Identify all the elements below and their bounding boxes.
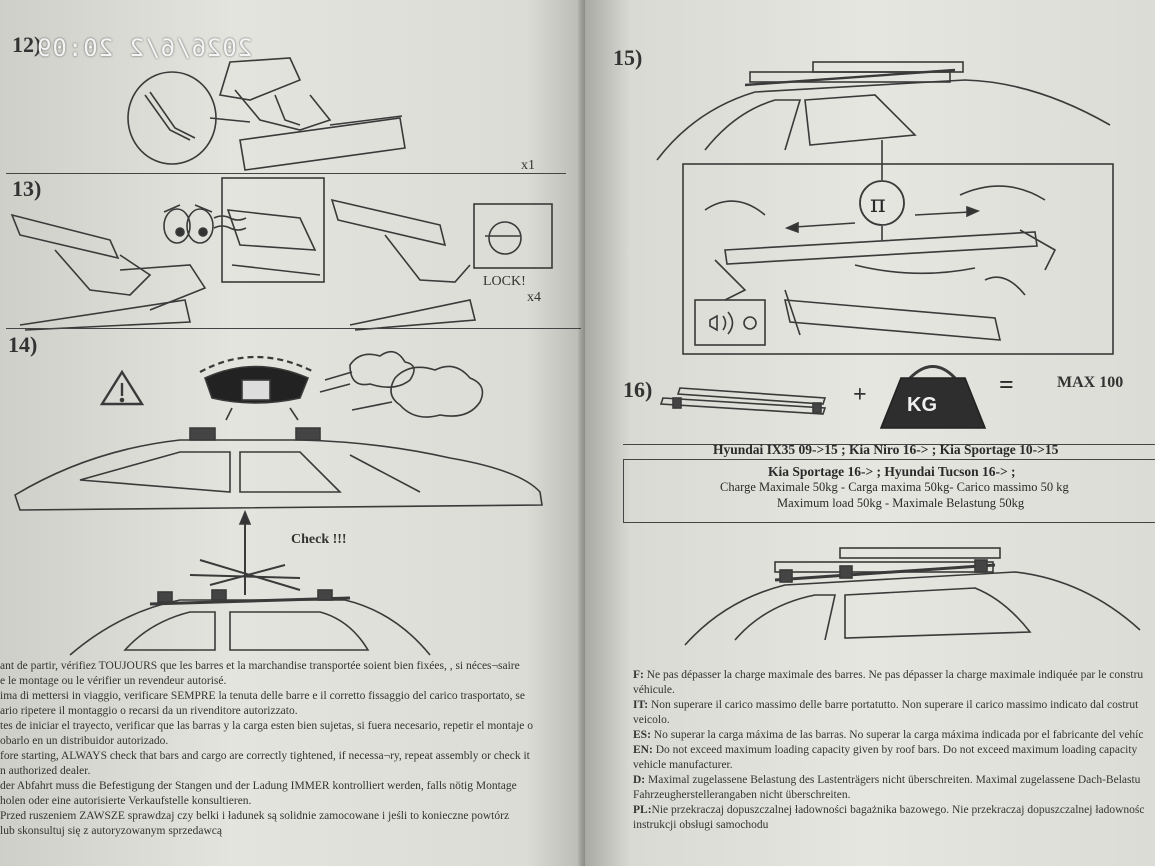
vehicle-model-box <box>623 459 1155 523</box>
note-line: Fahrzeugherstellerangaben nicht überschr… <box>633 789 851 801</box>
step-13-quantity: x4 <box>527 290 541 305</box>
equals-sign: = <box>999 370 1014 399</box>
note-line: ima di mettersi in viaggio, verificare S… <box>0 690 525 702</box>
note-line: Przed ruszeniem ZAWSZE sprawdzaj czy bel… <box>0 810 510 822</box>
note-line: holen oder eine autorisierte Verkaufstel… <box>0 795 252 807</box>
right-page: 15) π 16) <box>585 0 1155 866</box>
note-line: véhicule. <box>633 684 675 696</box>
step-16-number: 16) <box>623 377 653 402</box>
step-13-illustration <box>10 177 553 331</box>
divider <box>6 173 566 174</box>
step-14-number: 14) <box>8 332 38 357</box>
load-notes: F: Ne pas dépasser la charge maximale de… <box>633 668 1145 833</box>
note-line: e le montage ou le vérifier un revendeur… <box>0 675 227 687</box>
max-load-label: MAX 100 <box>1057 374 1124 391</box>
note-line: n authorized dealer. <box>0 765 91 777</box>
step-16-illustration <box>659 365 987 429</box>
step-15-illustration <box>656 61 1114 355</box>
note-line: D: Maximal zugelassene Belastung des Las… <box>633 774 1141 786</box>
note-line: IT: Non superare il carico massimo delle… <box>633 699 1139 711</box>
note-line: PL:Nie przekraczaj dopuszczalnej ładowno… <box>633 804 1145 816</box>
models-line-1: Hyundai IX35 09->15 ; Kia Niro 16-> ; Ki… <box>713 442 1059 457</box>
divider <box>623 444 1155 445</box>
step-14-illustration <box>14 350 543 656</box>
step-12-quantity: x1 <box>521 158 535 173</box>
note-line: obarlo en un distribuidor autorizado. <box>0 735 169 747</box>
divider <box>6 328 581 329</box>
note-line: vehicle manufacturer. <box>633 759 733 771</box>
pi-symbol: π <box>870 190 886 218</box>
note-line: veicolo. <box>633 714 670 726</box>
plus-sign: + <box>853 382 867 408</box>
step-13-number: 13) <box>12 176 42 201</box>
step-15-number: 15) <box>613 45 643 70</box>
left-page: 12) 2026/6/2 20:09 x1 13) <box>0 0 585 866</box>
note-line: der Abfahrt muss die Befestigung der Sta… <box>0 780 517 792</box>
note-line: ES: No superar la carga máxima de las ba… <box>633 729 1144 741</box>
models-line-2: Kia Sportage 16-> ; Hyundai Tucson 16-> … <box>768 464 1016 479</box>
note-line: EN: Do not exceed maximum loading capaci… <box>633 744 1138 756</box>
safety-notes: ant de partir, vérifiez TOUJOURS que les… <box>0 659 533 839</box>
note-line: lub skonsultuj się z autoryzowanym sprze… <box>0 825 222 837</box>
step-12-number: 12) <box>12 32 42 57</box>
check-label: Check !!! <box>291 532 347 547</box>
kg-weight-label: KG <box>907 394 937 416</box>
note-line: instrukcji obsługi samochodu <box>633 819 769 831</box>
note-line: ario ripetere il montaggio o recarsi da … <box>0 705 298 717</box>
note-line: ant de partir, vérifiez TOUJOURS que les… <box>0 660 520 672</box>
lock-label: LOCK! <box>483 274 526 289</box>
loaded-car-illustration <box>684 547 1141 646</box>
note-line: tes de iniciar el trayecto, verificar qu… <box>0 720 534 732</box>
note-line: fore starting, ALWAYS check that bars an… <box>0 750 530 762</box>
note-line: F: Ne pas dépasser la charge maximale de… <box>633 669 1144 681</box>
charge-line-1: Charge Maximale 50kg - Carga maxima 50kg… <box>720 480 1069 494</box>
charge-line-2: Maximum load 50kg - Maximale Belastung 5… <box>777 496 1025 510</box>
step-12-illustration <box>127 57 406 171</box>
